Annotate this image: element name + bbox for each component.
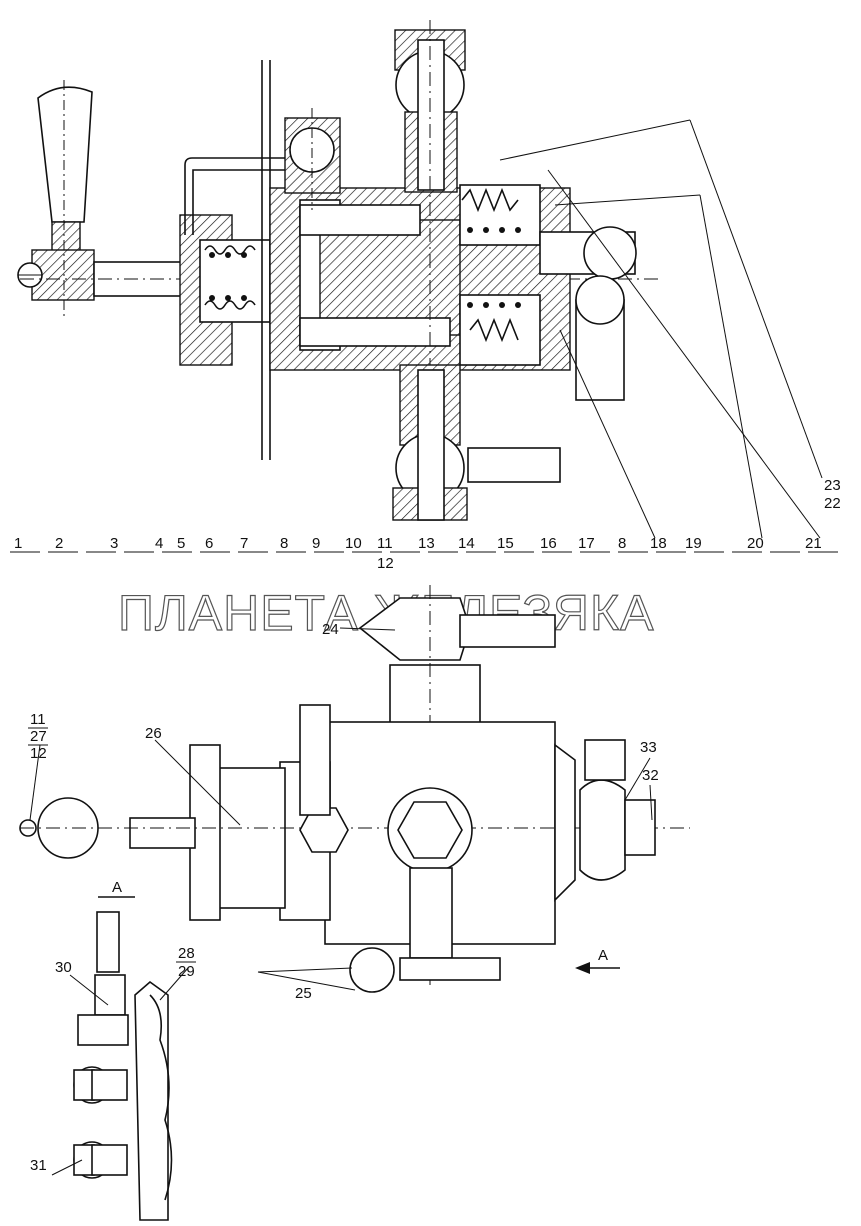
external-view (19, 585, 690, 993)
callouts-top: 1 2 3 4 5 6 7 8 9 10 11 12 13 14 15 16 1… (10, 477, 841, 572)
view-a (51, 911, 189, 1221)
view-marker-a-left: А (112, 879, 122, 896)
callout-21: 21 (805, 535, 822, 552)
callout-18: 18 (650, 535, 667, 552)
section-view (17, 20, 823, 539)
callout-3: 3 (110, 535, 118, 552)
callout-30: 30 (55, 959, 72, 976)
callout-19: 19 (685, 535, 702, 552)
callout-25: 25 (295, 985, 312, 1002)
callout-4: 4 (155, 535, 163, 552)
callout-29: 29 (178, 963, 195, 980)
callouts-low: 30 28 29 31 (30, 945, 196, 1174)
callout-11-mid: 11 (30, 711, 46, 728)
view-marker-a-right: А (598, 947, 608, 964)
callout-28: 28 (178, 945, 195, 962)
callout-20: 20 (747, 535, 764, 552)
callout-33: 33 (640, 739, 657, 756)
callout-23: 23 (824, 477, 841, 494)
callouts-mid: 24 26 33 32 25 11 27 12 А А (28, 621, 659, 1002)
callout-31: 31 (30, 1157, 47, 1174)
callout-6: 6 (205, 535, 213, 552)
callout-9: 9 (312, 535, 320, 552)
callout-12-mid: 12 (30, 745, 47, 762)
callout-26: 26 (145, 725, 162, 742)
callout-27: 27 (30, 728, 47, 745)
callout-10: 10 (345, 535, 362, 552)
callout-2: 2 (55, 535, 63, 552)
callout-16: 16 (540, 535, 557, 552)
callout-13: 13 (418, 535, 435, 552)
callout-1: 1 (14, 535, 22, 552)
callout-14: 14 (458, 535, 475, 552)
callout-11: 11 (377, 535, 393, 552)
callout-5: 5 (177, 535, 185, 552)
callout-8: 8 (280, 535, 288, 552)
callout-24: 24 (322, 621, 339, 638)
callout-15: 15 (497, 535, 514, 552)
callout-17: 17 (578, 535, 595, 552)
callout-32: 32 (642, 767, 659, 784)
callout-22: 22 (824, 495, 841, 512)
callout-12: 12 (377, 555, 394, 572)
callout-7: 7 (240, 535, 248, 552)
callout-8b: 8 (618, 535, 626, 552)
